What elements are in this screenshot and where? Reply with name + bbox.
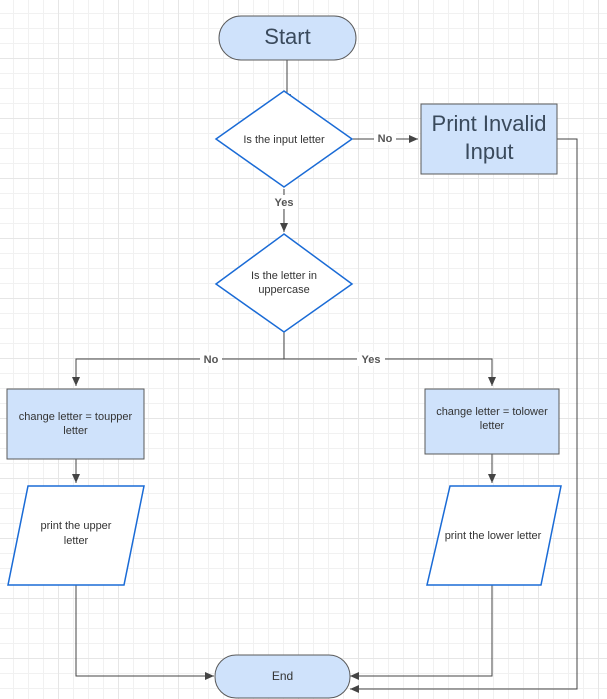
io-print-lower-letter[interactable]: print the lower letter — [426, 485, 562, 586]
edge-labels: No Yes No Yes — [200, 131, 396, 366]
start-label: Start — [264, 24, 310, 49]
print-upper-line-1: print the upper — [41, 520, 112, 532]
edge-label-letter-yes: Yes — [275, 197, 294, 209]
to-lower-line-1: change letter = tolower — [436, 406, 548, 418]
decision-is-uppercase-line-2: uppercase — [258, 284, 309, 296]
to-upper-line-1: change letter = toupper — [19, 411, 133, 423]
io-print-upper-letter[interactable]: print the upper letter — [7, 485, 145, 586]
to-lower-line-2: letter — [480, 420, 505, 432]
edge-check-upper-no — [72, 358, 284, 386]
edge-invalid-to-end — [350, 138, 578, 693]
end-node[interactable]: End — [214, 654, 351, 699]
edge-label-letter-no: No — [378, 133, 393, 145]
to-upper-line-2: letter — [63, 425, 88, 437]
decision-is-input-letter-label: Is the input letter — [243, 134, 325, 146]
edge-print-upper-to-end — [75, 585, 214, 680]
edge-print-lower-to-end — [350, 585, 493, 680]
process-to-upper[interactable]: change letter = toupper letter — [6, 388, 145, 460]
print-invalid-line-2: Input — [465, 139, 514, 164]
decision-is-uppercase-line-1: Is the letter in — [251, 270, 317, 282]
edge-label-upper-no: No — [204, 354, 219, 366]
decision-is-uppercase[interactable]: Is the letter in uppercase — [214, 233, 354, 333]
print-lower-label: print the lower letter — [445, 530, 542, 542]
end-label: End — [272, 669, 293, 683]
edge-check-upper-yes — [284, 358, 496, 386]
print-invalid-line-1: Print Invalid — [432, 111, 547, 136]
process-print-invalid-input[interactable]: Print Invalid Input — [420, 103, 558, 175]
edge-label-upper-yes: Yes — [362, 354, 381, 366]
process-to-lower[interactable]: change letter = tolower letter — [424, 388, 560, 455]
start-node[interactable]: Start — [218, 15, 357, 61]
decision-is-input-letter[interactable]: Is the input letter — [214, 90, 354, 188]
print-upper-line-2: letter — [64, 535, 89, 547]
